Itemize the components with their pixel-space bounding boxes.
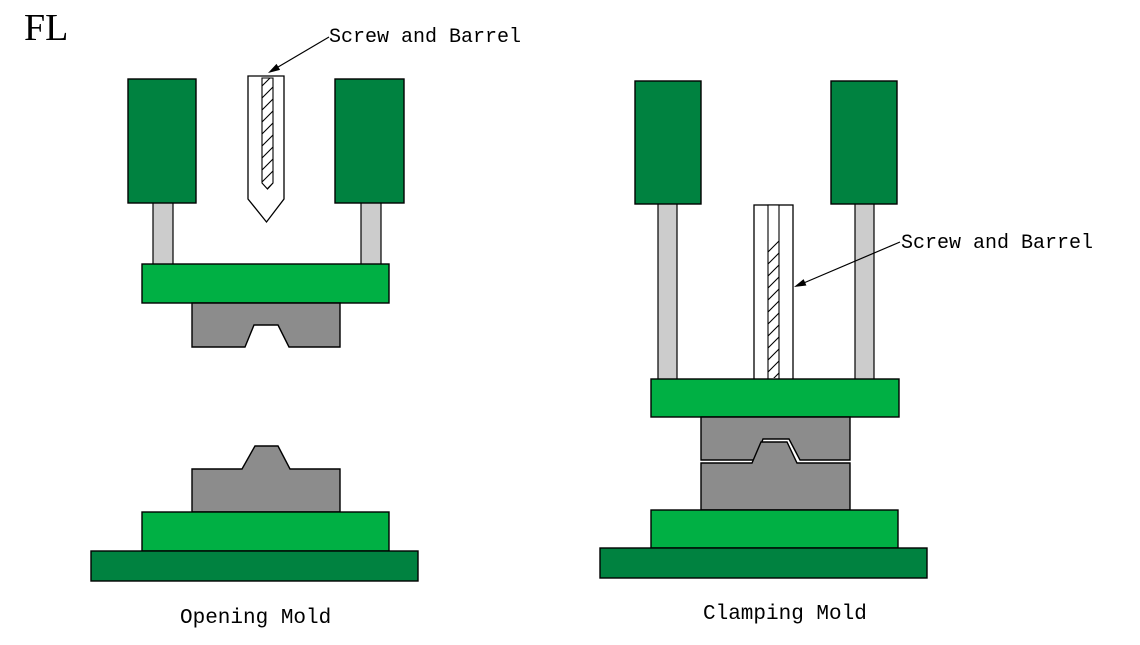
leader-line-left — [272, 36, 330, 71]
arrowhead-right-icon — [794, 279, 807, 287]
clamping-clamp-cylinder-right — [830, 80, 898, 205]
screw-barrel-label-left: Screw and Barrel — [329, 26, 522, 49]
opening-tie-bar-right — [360, 199, 382, 267]
clamping-tie-bar-right — [854, 199, 875, 383]
clamping-mold-machine — [599, 80, 928, 579]
clamping-fixed-platen — [650, 509, 899, 549]
opening-tie-bar-left — [152, 199, 174, 267]
arrowhead-left-icon — [268, 63, 281, 73]
clamping-machine-base — [599, 547, 928, 579]
opening-fixed-platen — [141, 511, 390, 552]
annotation-arrows — [268, 36, 901, 287]
screw-barrel-label-right: Screw and Barrel — [901, 232, 1094, 255]
clamping-moving-platen — [650, 378, 900, 418]
opening-mold-machine — [90, 75, 419, 582]
clamping-mold-cavity-half — [700, 416, 851, 461]
opening-moving-platen — [141, 263, 390, 304]
clamping-mold-caption: Clamping Mold — [703, 603, 867, 626]
clamping-clamp-cylinder-left — [634, 80, 702, 205]
opening-mold-core-half — [191, 445, 341, 513]
clamping-tie-bar-left — [657, 199, 678, 383]
clamping-screw-hatch — [768, 240, 779, 378]
opening-mold-cavity-half — [191, 302, 341, 348]
opening-clamp-cylinder-left — [127, 78, 197, 204]
leader-line-right — [798, 241, 901, 286]
opening-machine-base — [90, 550, 419, 582]
opening-mold-caption: Opening Mold — [180, 607, 332, 630]
opening-screw-hatch — [261, 77, 274, 190]
opening-clamp-cylinder-right — [334, 78, 405, 204]
figure-label: FL — [24, 7, 69, 49]
